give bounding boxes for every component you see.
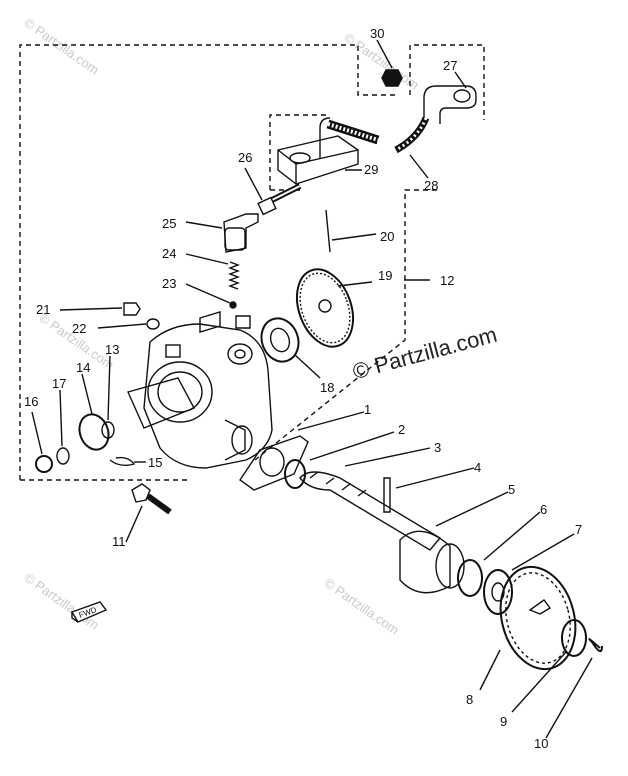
callout-6: 6 bbox=[540, 502, 547, 517]
part-25-banjo bbox=[185, 213, 259, 253]
part-20-pin bbox=[325, 209, 377, 253]
callout-14: 14 bbox=[76, 360, 90, 375]
callout-17: 17 bbox=[52, 376, 66, 391]
callout-21: 21 bbox=[36, 302, 50, 317]
callout-12: 12 bbox=[440, 273, 454, 288]
callout-26: 26 bbox=[238, 150, 252, 165]
part-17-washer bbox=[56, 389, 70, 465]
part-23-ball bbox=[185, 283, 237, 309]
part-6-washer bbox=[457, 511, 541, 597]
callout-8: 8 bbox=[466, 692, 473, 707]
oil-pump-body bbox=[143, 311, 273, 469]
callout-9: 9 bbox=[500, 714, 507, 729]
part-27-fitting bbox=[423, 71, 477, 124]
part-19-gear bbox=[295, 268, 430, 348]
part-1-gasket bbox=[239, 411, 365, 491]
dashed-group-outline bbox=[19, 44, 485, 481]
callout-5: 5 bbox=[508, 482, 515, 497]
part-4-pin bbox=[383, 467, 475, 513]
part-9-washer bbox=[511, 619, 587, 713]
callout-28: 28 bbox=[424, 178, 438, 193]
part-feed-tube bbox=[270, 183, 302, 203]
callout-27: 27 bbox=[443, 58, 457, 73]
callout-19: 19 bbox=[378, 268, 392, 283]
part-22-washer bbox=[97, 318, 160, 330]
part-24-spring bbox=[185, 253, 240, 290]
callout-29: 29 bbox=[364, 162, 378, 177]
callout-13: 13 bbox=[105, 342, 119, 357]
callout-25: 25 bbox=[162, 216, 176, 231]
callout-1: 1 bbox=[364, 402, 371, 417]
callout-4: 4 bbox=[474, 460, 481, 475]
part-11-bolt bbox=[125, 483, 172, 543]
callout-16: 16 bbox=[24, 394, 38, 409]
part-8-gear bbox=[479, 565, 577, 691]
part-13-washer bbox=[101, 355, 115, 439]
part-3-worm-shaft bbox=[299, 447, 442, 551]
callout-24: 24 bbox=[162, 246, 176, 261]
part-5-collar bbox=[399, 491, 509, 594]
callout-2: 2 bbox=[398, 422, 405, 437]
part-14-pump-plate bbox=[78, 373, 195, 451]
callout-15: 15 bbox=[148, 455, 162, 470]
callout-23: 23 bbox=[162, 276, 176, 291]
callout-11: 11 bbox=[112, 534, 126, 549]
callout-3: 3 bbox=[434, 440, 441, 455]
part-16-nut bbox=[31, 411, 53, 473]
part-30-bolt bbox=[376, 39, 403, 87]
part-21-screw bbox=[59, 302, 141, 316]
part-7-washer bbox=[483, 533, 575, 615]
part-26-union bbox=[244, 167, 277, 216]
part-10-circlip bbox=[545, 638, 603, 739]
fwd-tag bbox=[70, 601, 108, 623]
part-18-bearing bbox=[260, 317, 321, 379]
part-28-hose bbox=[394, 116, 430, 179]
callout-22: 22 bbox=[72, 321, 86, 336]
callout-18: 18 bbox=[320, 380, 334, 395]
callout-10: 10 bbox=[534, 736, 548, 751]
callout-20: 20 bbox=[380, 229, 394, 244]
part-oil-tube bbox=[319, 117, 380, 158]
callout-7: 7 bbox=[575, 522, 582, 537]
callout-30: 30 bbox=[370, 26, 384, 41]
part-29-oil-tank bbox=[277, 135, 362, 185]
part-15-clip bbox=[109, 456, 146, 467]
